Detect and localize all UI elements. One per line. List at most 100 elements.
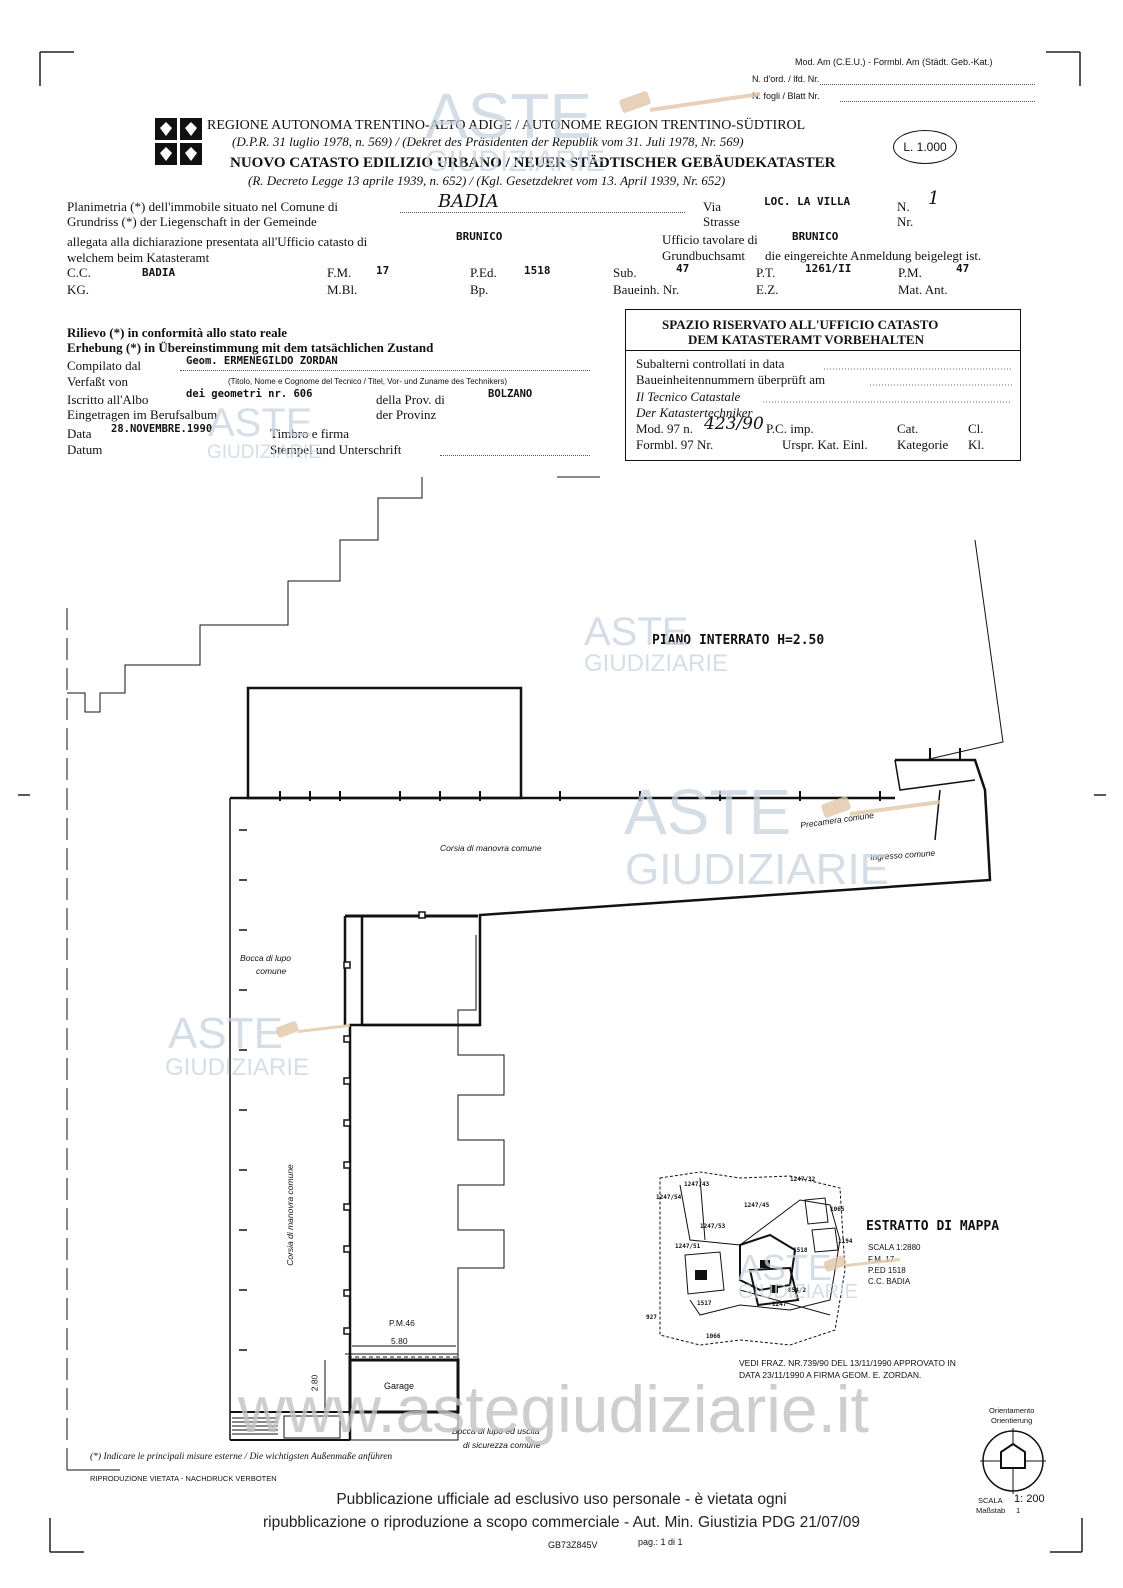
pc-label: P.C. imp. [766, 421, 814, 436]
timbro-label: Timbro e firma [270, 426, 349, 441]
plan-bocca-uscita2: di sicurezza comune [463, 1440, 541, 1450]
pt-label: P.T. [756, 265, 776, 280]
cc-value: BADIA [142, 266, 176, 279]
parcel-label: 1247/51 [675, 1243, 701, 1250]
cl-label: Cl. [968, 421, 984, 436]
via-value: LOC. LA VILLA [764, 195, 851, 208]
compilato-value: Geom. ERMENEGILDO ZORDAN [186, 355, 338, 367]
prov-label: della Prov. di [376, 392, 445, 407]
parcel-label: 1518 [793, 1247, 808, 1254]
form-order: N. d'ord. / lfd. Nr. [752, 74, 820, 84]
footer-pub2: ripubblicazione o riproduzione a scopo c… [262, 1514, 861, 1531]
footer-pub1: Pubblicazione ufficiale ad esclusivo uso… [336, 1491, 787, 1508]
form-model: Mod. Am (C.E.U.) - Formbl. Am (Städt. Ge… [795, 57, 993, 67]
data-value: 28.NOVEMBRE.1990 [111, 423, 213, 435]
header-decree: (R. Decreto Legge 13 aprile 1939, n. 652… [248, 173, 726, 188]
provinz-label: der Provinz [376, 407, 437, 422]
sheets-line [840, 101, 1035, 102]
pm-label: P.M. [898, 265, 922, 280]
nr-label: Nr. [897, 214, 914, 229]
kg-label: KG. [67, 282, 90, 297]
plan-bocca-lupo: Bocca di lupo [240, 953, 292, 963]
price-badge: L. 1.000 [893, 130, 957, 164]
berufs-label: Eingetragen im Berufsalbum [67, 407, 218, 422]
orientation-label1: Orientamento [989, 1406, 1035, 1415]
parcel-label: 1517 [697, 1300, 712, 1307]
footer-riproduzione: RIPRODUZIONE VIETATA - NACHDRUCK VERBOTE… [90, 1474, 277, 1483]
fm-label: F.M. [327, 265, 352, 280]
plan-boundary-right [557, 476, 1004, 761]
office-row4: Der Katastertechniker [636, 405, 753, 420]
office-title1: SPAZIO RISERVATO ALL'UFFICIO CATASTO [662, 317, 939, 332]
parcel-label: 1066 [706, 1333, 721, 1340]
header-title: NUOVO CATASTO EDILIZIO URBANO / NEUER ST… [230, 155, 836, 171]
parcel-label: 1247/32 [790, 1176, 816, 1183]
estratto-title: ESTRATTO DI MAPPA [866, 1219, 1000, 1234]
pt-value: 1261/II [805, 262, 852, 275]
number-value: 1 [928, 188, 940, 209]
ped-value: 1518 [524, 264, 551, 277]
formbl97-label: Formbl. 97 Nr. [636, 437, 714, 452]
grundriss-label: Grundriss (*) der Liegenschaft in der Ge… [67, 214, 317, 229]
sub-label: Sub. [613, 265, 637, 280]
plan-bocca-comune: comune [256, 966, 287, 976]
signature-line [440, 455, 590, 456]
parcel-label: 1065 [830, 1206, 845, 1213]
estratto-fm: F.M. 17 [868, 1255, 895, 1264]
office-row3: Il Tecnico Catastale [636, 389, 741, 404]
kategorie-label: Kategorie [897, 437, 949, 452]
parcel-label: 1247/54 [656, 1194, 682, 1201]
planimetria-label: Planimetria (*) dell'immobile situato ne… [67, 199, 338, 214]
office-reserved-box [625, 309, 1021, 461]
orientation-label2: Orientierung [991, 1416, 1033, 1425]
rilievo-line1: Rilievo (*) in conformità allo stato rea… [67, 325, 287, 340]
mbl-label: M.Bl. [327, 282, 358, 297]
estratto-note1: VEDI FRAZ. NR.739/90 DEL 13/11/1990 APPR… [739, 1358, 956, 1368]
parcel-label: 1247/45 [744, 1202, 770, 1209]
allegata-label: allegata alla dichiarazione presentata a… [67, 234, 368, 249]
verfasst-label: Verfaßt von [67, 374, 129, 389]
footer-note: (*) Indicare le principali misure estern… [90, 1452, 393, 1462]
parcel-label: 854/2 [788, 1287, 807, 1294]
footer-code: GB73Z845V [548, 1540, 598, 1550]
pm-value: 47 [956, 262, 970, 275]
rilievo-line2: Erhebung (*) in Übereinstimmung mit dem … [67, 340, 434, 355]
plan-floor-label: PIANO INTERRATO H=2.50 [652, 633, 825, 648]
cc-label: C.C. [67, 265, 91, 280]
plan-bocca-uscita1: Bocca di lupo ed uscita [452, 1426, 540, 1436]
parcel-label: 1247 [772, 1301, 787, 1308]
grundbuch-label: Grundbuchsamt [662, 248, 746, 263]
parcel-label: 1247/43 [684, 1181, 710, 1188]
plan-dim-580: 5.80 [391, 1336, 408, 1346]
ez-label: E.Z. [756, 282, 779, 297]
baueinh-label: Baueinh. Nr. [613, 282, 680, 297]
plan-garage: Garage [384, 1381, 415, 1391]
office-row2: Baueinheitennummern überprüft am [636, 372, 826, 387]
office-row1: Subalterni controllati in data [636, 356, 785, 371]
office-divider [626, 350, 1020, 351]
footer-page: pag.: 1 di 1 [638, 1537, 683, 1547]
scala-label: SCALA [978, 1496, 1003, 1505]
header-dpr: (D.P.R. 31 luglio 1978, n. 569) / (Dekre… [232, 134, 744, 149]
bp-label: Bp. [470, 282, 489, 297]
tavolare-value: BRUNICO [792, 230, 839, 243]
estratto-note2: DATA 23/11/1990 A FIRMA GEOM. E. ZORDAN. [739, 1370, 922, 1380]
parcel-label: 1194 [838, 1238, 853, 1245]
tavolare-label: Ufficio tavolare di [662, 232, 758, 247]
plan-boundary-top [67, 477, 423, 713]
ufficio-catasto-value: BRUNICO [456, 230, 503, 243]
comune-value: BADIA [438, 191, 499, 212]
form-sheets: N. fogli / Blatt Nr. [752, 91, 820, 101]
ped-label: P.Ed. [470, 265, 497, 280]
matant-label: Mat. Ant. [898, 282, 948, 297]
mod97-value: 423/90 [704, 414, 764, 434]
parcel-label: 927 [646, 1314, 657, 1321]
welchem-label: welchem beim Katasteramt [67, 250, 210, 265]
sub-value: 47 [676, 262, 690, 275]
estratto-scala: SCALA 1:2880 [868, 1243, 921, 1252]
